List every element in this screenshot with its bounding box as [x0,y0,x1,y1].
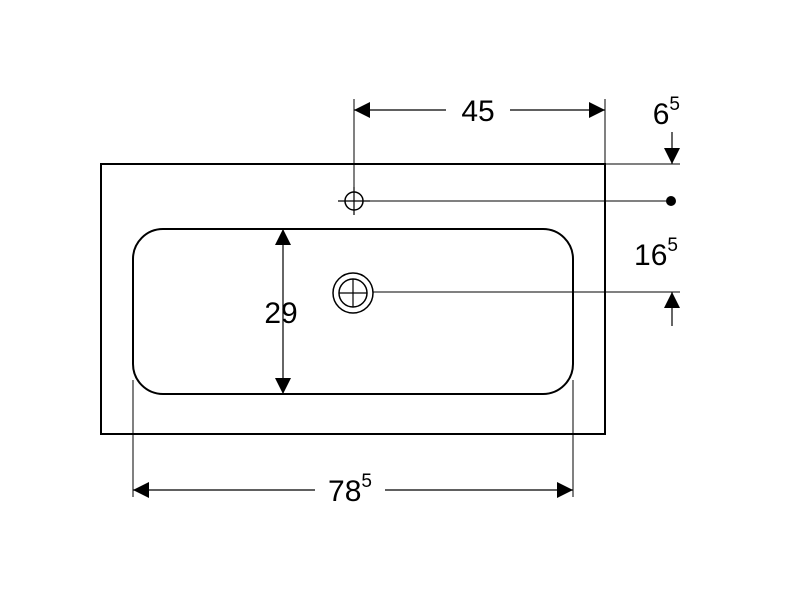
svg-text:45: 45 [461,95,494,128]
svg-text:785: 785 [328,471,372,508]
drain-symbol [332,272,374,314]
dimension-78-5: 785 [133,471,573,508]
svg-text:65: 65 [653,94,680,131]
dimension-6-5: 65 [653,94,680,164]
svg-text:165: 165 [634,235,678,272]
bowl-outline [132,228,574,395]
tap-hole-reference-dot [666,196,676,206]
dimension-29: 29 [264,229,298,394]
dimension-45: 45 [354,95,605,128]
tap-hole-symbol [338,187,370,215]
basin-outline [100,163,606,435]
dimension-16-5: 165 [634,235,680,326]
svg-text:29: 29 [264,297,297,330]
